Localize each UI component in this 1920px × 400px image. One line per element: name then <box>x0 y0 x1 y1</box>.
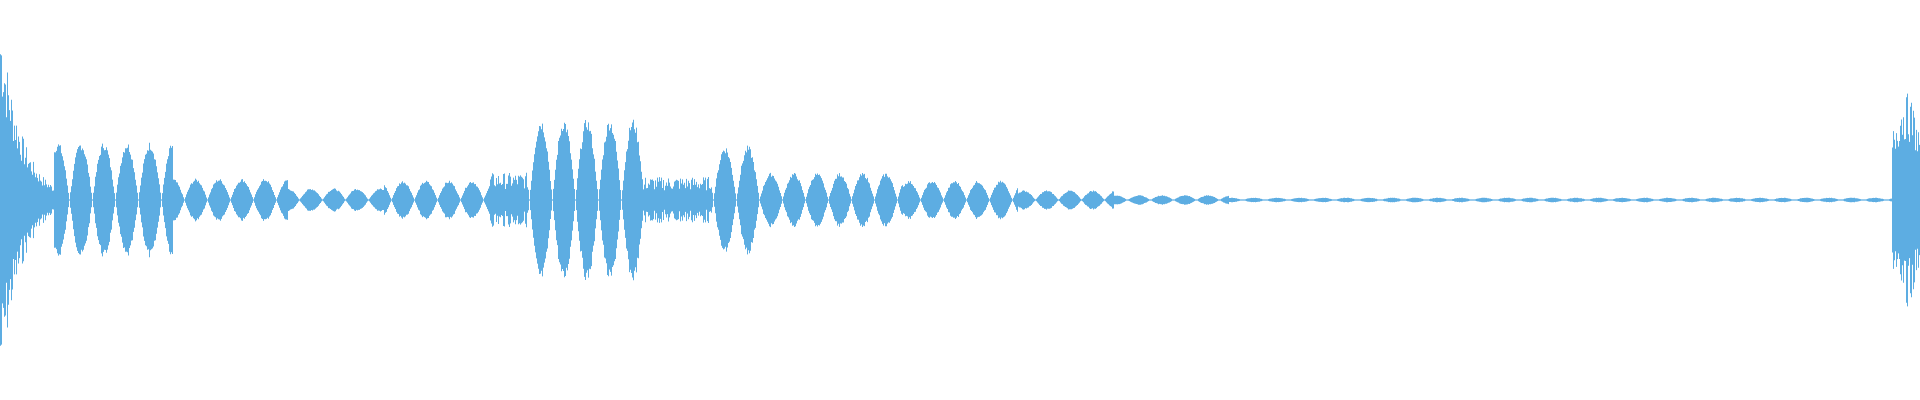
waveform-samples <box>0 54 1920 346</box>
waveform-path <box>0 54 1920 346</box>
